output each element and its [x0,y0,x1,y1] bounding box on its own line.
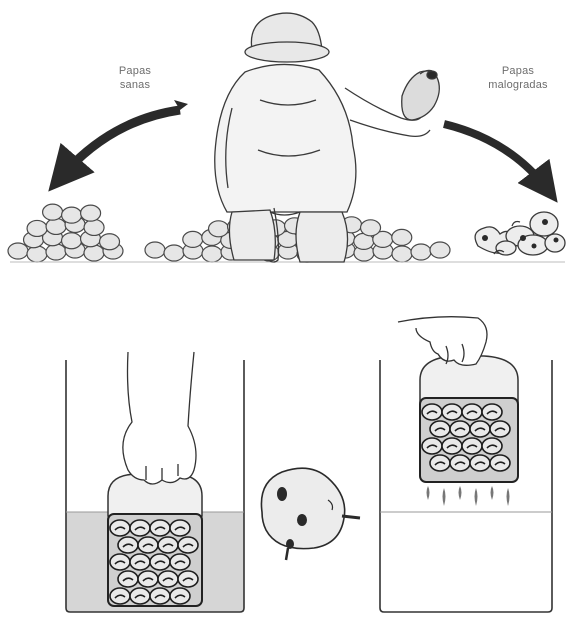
potato [46,244,66,260]
healthy-label-line2: sanas [100,78,170,92]
potato [411,244,431,260]
potato [62,207,82,223]
potato [27,220,47,236]
potato [84,219,104,235]
water-drips [427,486,510,506]
potato [209,221,229,237]
potato [202,246,222,262]
potato [46,218,66,234]
potato [183,231,203,247]
flotation-test-scene [66,317,552,612]
potato [81,205,101,221]
potato [361,220,381,236]
arrow-to-healthy-pile [60,100,188,178]
damaged-potatoes-label: Papas malogradas [470,64,566,92]
potato [430,242,450,258]
potato [392,229,412,245]
potato [43,204,63,220]
healthy-potatoes-label: Papas sanas [100,64,170,92]
sorting-worker-figure [215,13,440,262]
healthy-potato-pile [8,204,123,262]
damaged-potato-pile [475,212,565,255]
floating-damaged-potato [261,468,360,560]
lifted-basket [420,356,518,506]
healthy-label-line1: Papas [100,64,170,78]
sorting-scene [8,13,565,262]
right-hand [398,317,487,366]
damaged-label-line1: Papas [470,64,566,78]
potato [84,245,104,261]
potato [164,245,184,261]
potato [62,233,82,249]
damaged-label-line2: malogradas [470,78,566,92]
potato [100,234,120,250]
potato [145,242,165,258]
potato [392,246,412,262]
arrow-to-damaged-pile [444,124,548,190]
submerged-basket [108,474,202,606]
potato [8,243,28,259]
potato [27,246,47,262]
left-hand [123,352,196,484]
